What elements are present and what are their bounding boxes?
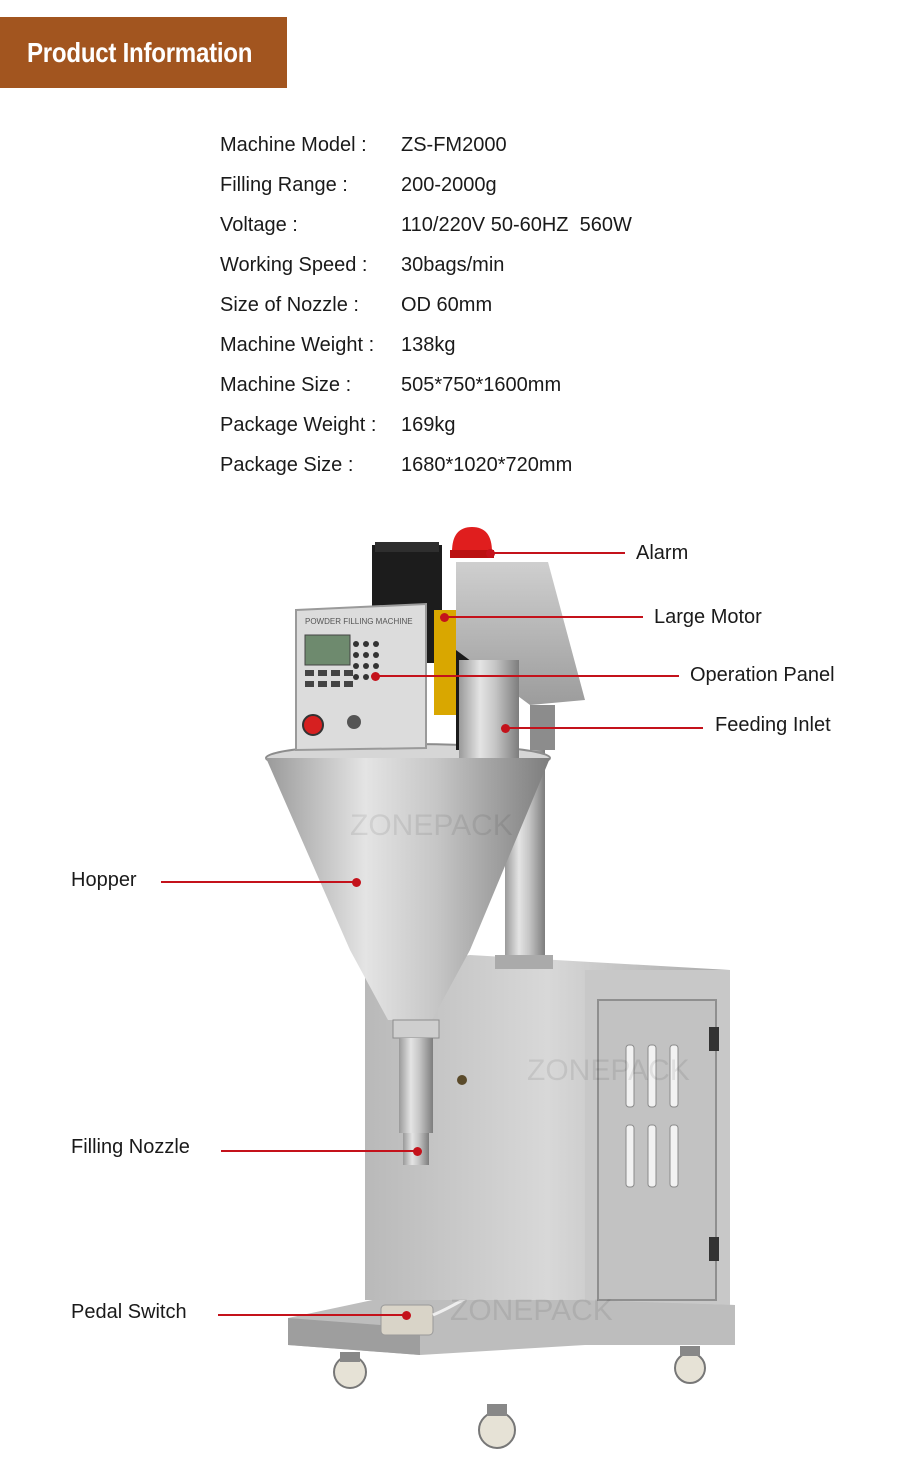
callout-line — [218, 1314, 406, 1316]
callout-operation-panel: Operation Panel — [690, 664, 835, 686]
spec-row: Working Speed : 30bags/min — [220, 251, 780, 291]
spec-value: 1680*1020*720mm — [401, 454, 573, 476]
spec-value: 30bags/min — [401, 254, 505, 276]
spec-label: Package Size : — [220, 454, 354, 476]
callout-dot — [371, 672, 380, 681]
spec-value: 505*750*1600mm — [401, 374, 562, 396]
callout-dot — [413, 1147, 422, 1156]
callout-line — [161, 881, 356, 883]
spec-value: 138kg — [401, 334, 456, 356]
spec-label: Machine Model : — [220, 134, 367, 156]
callout-line — [444, 616, 643, 618]
callout-line — [490, 552, 625, 554]
callout-filling-nozzle: Filling Nozzle — [71, 1136, 190, 1158]
callout-pedal-switch: Pedal Switch — [71, 1301, 187, 1323]
callout-large-motor: Large Motor — [654, 606, 762, 628]
spec-row: Size of Nozzle : OD 60mm — [220, 291, 780, 331]
machine-illustration: POWDER FILLING MACHINE ZONEPACK ZONEPACK… — [265, 527, 735, 1449]
spec-label: Size of Nozzle : — [220, 294, 359, 316]
spec-table: Machine Model : ZS-FM2000 Filling Range :… — [220, 131, 780, 491]
panel-title-text: POWDER FILLING MACHINE — [305, 617, 413, 626]
watermark-text: ZONEPACK — [450, 1294, 613, 1327]
spec-row: Package Size : 1680*1020*720mm — [220, 451, 780, 491]
callout-line — [505, 727, 703, 729]
callout-line — [375, 675, 679, 677]
spec-label: Package Weight : — [220, 414, 377, 436]
spec-label: Working Speed : — [220, 254, 368, 276]
callout-alarm: Alarm — [636, 542, 689, 564]
spec-label: Filling Range : — [220, 174, 348, 196]
control-cabinet — [365, 955, 730, 1305]
spec-value: OD 60mm — [401, 294, 493, 316]
caster-wheels — [333, 1346, 706, 1449]
motor-assembly — [372, 542, 585, 758]
spec-value: 200-2000g — [401, 174, 497, 196]
callout-line — [221, 1150, 417, 1152]
callout-dot — [440, 613, 449, 622]
callout-feeding-inlet: Feeding Inlet — [715, 714, 831, 736]
machine-diagram: POWDER FILLING MACHINE ZONEPACK ZONEPACK… — [0, 500, 900, 1474]
spec-row: Machine Model : ZS-FM2000 — [220, 131, 780, 171]
spec-row: Machine Size : 505*750*1600mm — [220, 371, 780, 411]
callout-dot — [352, 878, 361, 887]
callout-dot — [486, 549, 495, 558]
watermark-text: ZONEPACK — [350, 809, 513, 842]
operation-panel: POWDER FILLING MACHINE — [295, 602, 427, 752]
callout-hopper: Hopper — [71, 869, 137, 891]
spec-label: Machine Weight : — [220, 334, 375, 356]
spec-value: ZS-FM2000 — [401, 134, 507, 156]
callout-dot — [402, 1311, 411, 1320]
spec-label: Voltage : — [220, 214, 298, 236]
spec-row: Voltage : 110/220V 50-60HZ 560W — [220, 211, 780, 251]
spec-row: Filling Range : 200-2000g — [220, 171, 780, 211]
spec-value: 169kg — [401, 414, 456, 436]
spec-label: Machine Size : — [220, 374, 352, 396]
callout-dot — [501, 724, 510, 733]
watermarks: ZONEPACK ZONEPACK ZONEPACK — [350, 809, 690, 1327]
spec-row: Machine Weight : 138kg — [220, 331, 780, 371]
alarm-light — [450, 527, 494, 558]
spec-value: 110/220V 50-60HZ 560W — [401, 214, 632, 236]
watermark-text: ZONEPACK — [527, 1054, 690, 1087]
spec-row: Package Weight : 169kg — [220, 411, 780, 451]
banner-title: Product Information — [27, 36, 253, 68]
product-information-banner: Product Information — [0, 17, 287, 88]
